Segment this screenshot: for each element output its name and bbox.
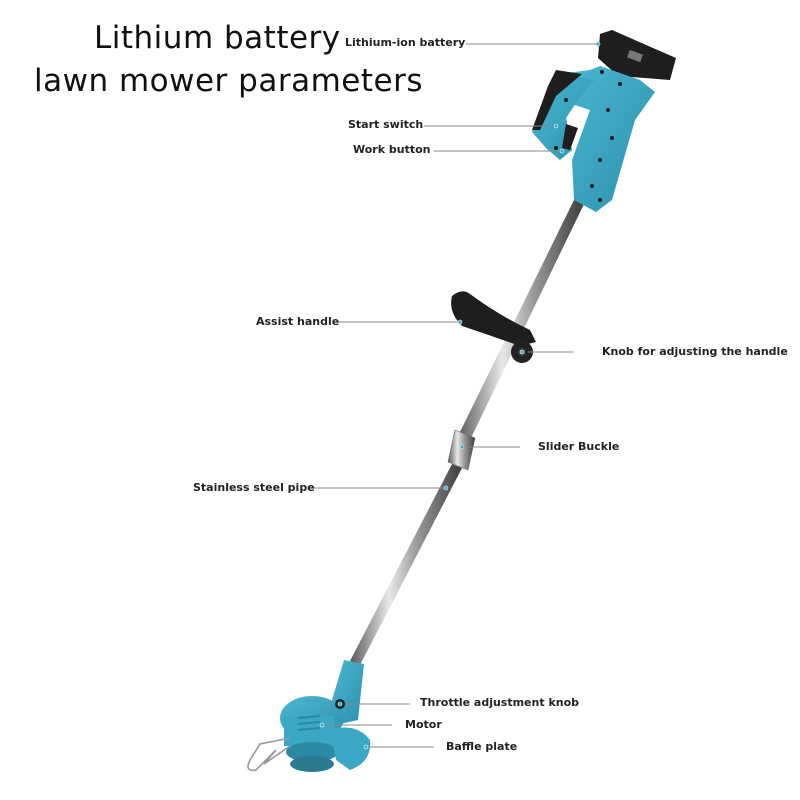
motor-head (247, 660, 371, 772)
steel-pipe (350, 200, 584, 665)
label-motor: Motor (405, 718, 442, 731)
title-line-2: lawn mower parameters (34, 63, 423, 99)
title-line-1: Lithium battery (94, 20, 341, 56)
label-stainless-steel-pipe: Stainless steel pipe (193, 481, 315, 494)
leader-lines (314, 43, 598, 748)
label-start-switch: Start switch (348, 118, 424, 131)
main-handle (532, 30, 676, 212)
label-slider-buckle: Slider Buckle (538, 440, 620, 453)
label-assist-handle: Assist handle (256, 315, 340, 328)
label-throttle-adjustment-knob: Throttle adjustment knob (420, 696, 580, 709)
label-baffle-plate: Baffle plate (446, 740, 518, 753)
label-work-button: Work button (353, 143, 431, 156)
label-lithium-ion-battery: Lithium-ion battery (345, 36, 466, 49)
label-knob-adjusting-handle: Knob for adjusting the handle (602, 345, 788, 358)
